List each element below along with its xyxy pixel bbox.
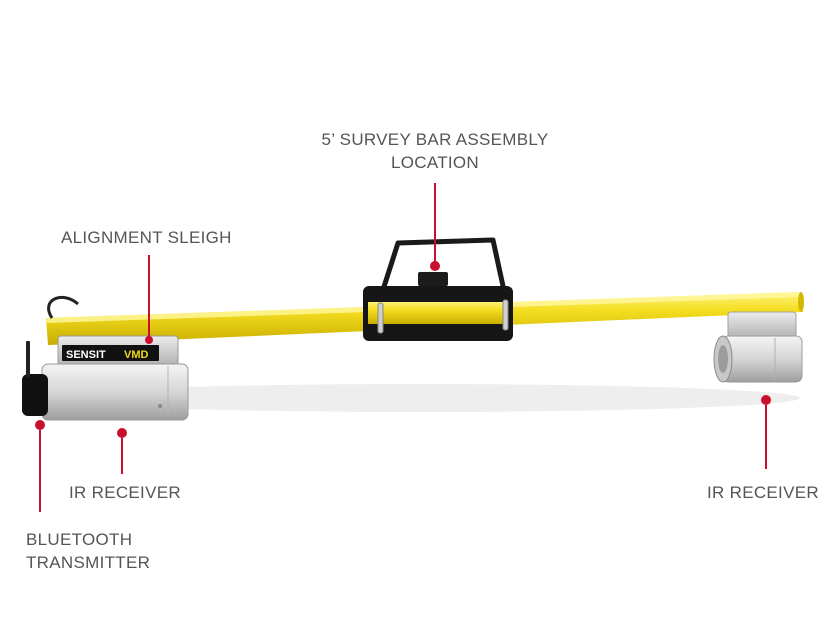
- ir-receiver-right-label: IR RECEIVER: [707, 483, 819, 502]
- bluetooth-transmitter-label: BLUETOOTH TRANSMITTER: [26, 528, 150, 574]
- ir-left-marker: [117, 428, 127, 438]
- ir-right-marker: [761, 395, 771, 405]
- left-ir-receiver: [41, 363, 189, 421]
- floor-shadow: [40, 384, 800, 412]
- ir-receiver-left-label: IR RECEIVER: [69, 483, 181, 502]
- model-logo-text: VMD: [124, 349, 149, 361]
- right-ir-receiver: [713, 311, 803, 383]
- sleigh-marker: [145, 336, 153, 344]
- alignment-sleigh-label: ALIGNMENT SLEIGH: [61, 228, 232, 247]
- survey-bar-marker: [430, 261, 440, 271]
- callout-pointers: [35, 183, 771, 512]
- survey-bar-label-line1: 5’ SURVEY BAR ASSEMBLY: [321, 130, 549, 149]
- antenna: [26, 341, 30, 377]
- bluetooth-label-line1: BLUETOOTH: [26, 530, 133, 549]
- survey-bar-label: 5’ SURVEY BAR ASSEMBLY LOCATION: [300, 128, 570, 174]
- bluetooth-label-line2: TRANSMITTER: [26, 553, 151, 572]
- survey-bar-label-line2: LOCATION: [390, 153, 480, 172]
- brand-logo-text: SENSIT: [66, 349, 106, 361]
- center-bracket: [363, 237, 513, 341]
- cable: [47, 295, 79, 319]
- bluetooth-transmitter: [22, 374, 48, 416]
- bluetooth-marker: [35, 420, 45, 430]
- sensit-vmd-unit: SENSIT VMD: [22, 295, 189, 421]
